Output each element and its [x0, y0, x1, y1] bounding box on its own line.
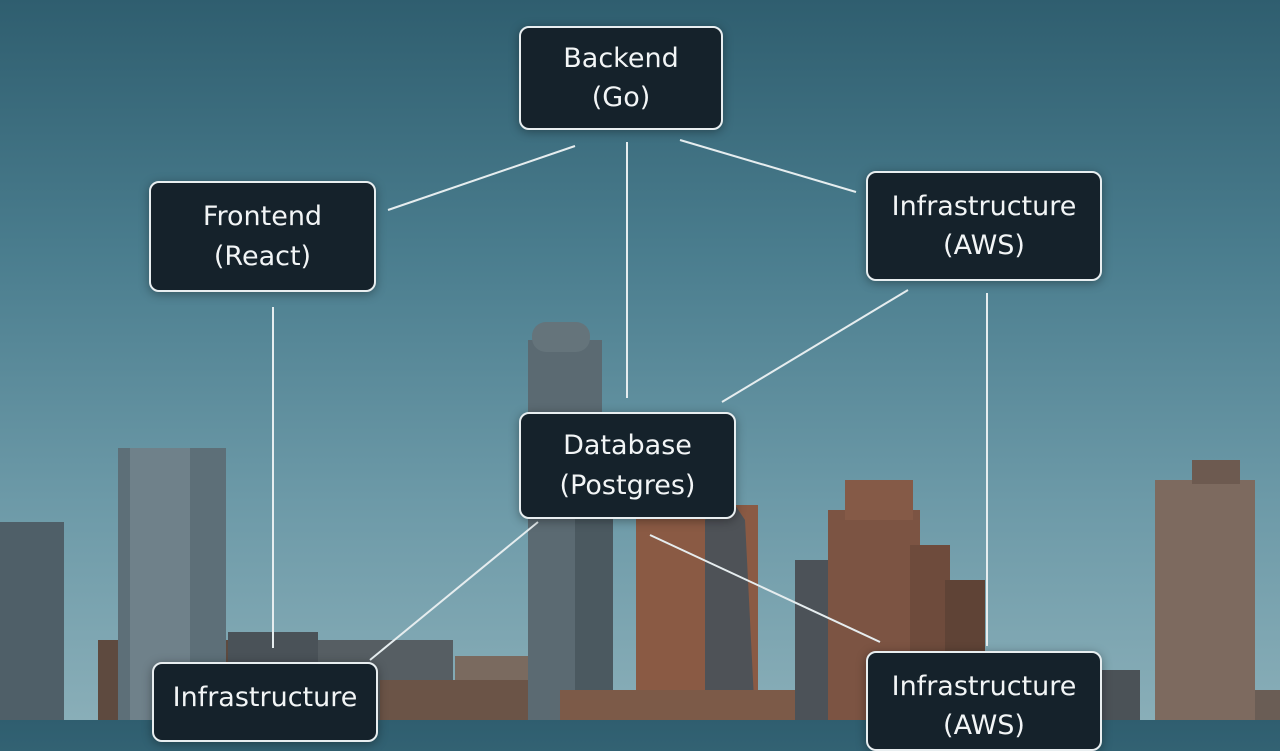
node-infrastructure-bottom-right: Infrastructure (AWS): [866, 651, 1102, 751]
building: [1100, 670, 1140, 720]
building: [575, 515, 613, 720]
edge-backend-infra: [679, 139, 857, 193]
edge-database-infra-bottom-left: [369, 521, 539, 661]
building: [1192, 460, 1240, 484]
node-frontend-title: Frontend: [202, 201, 323, 233]
node-database-title: Database: [563, 430, 692, 462]
node-infrastructure-subtitle: (AWS): [943, 230, 1025, 261]
node-frontend: Frontend (React): [149, 181, 376, 292]
node-database-subtitle: (Postgres): [559, 469, 696, 501]
building: [560, 690, 800, 720]
building: [705, 490, 755, 720]
node-backend-title: Backend: [563, 42, 679, 74]
node-infrastructure-bottom-right-title: Infrastructure: [891, 671, 1077, 702]
node-infrastructure-bottom-left: Infrastructure: [152, 662, 378, 742]
node-frontend-subtitle: (React): [213, 240, 312, 272]
node-infrastructure-top: Infrastructure (AWS): [866, 171, 1102, 281]
building: [0, 522, 64, 720]
edge-infra-database: [721, 289, 909, 403]
building: [1255, 690, 1280, 720]
building: [380, 680, 530, 720]
building: [1155, 480, 1255, 720]
building: [532, 322, 590, 352]
node-database: Database (Postgres): [519, 412, 736, 519]
node-backend: Backend (Go): [519, 26, 723, 130]
node-infrastructure-title: Infrastructure: [891, 190, 1077, 222]
edge-frontend-backend: [387, 145, 576, 211]
node-infrastructure-bottom-left-title: Infrastructure: [172, 682, 358, 713]
node-backend-subtitle: (Go): [591, 82, 651, 113]
edge-database-infra-bottom-right: [649, 534, 881, 643]
node-infrastructure-bottom-right-subtitle: (AWS): [943, 710, 1025, 742]
building: [845, 480, 913, 520]
diagram-edges: [272, 139, 988, 661]
